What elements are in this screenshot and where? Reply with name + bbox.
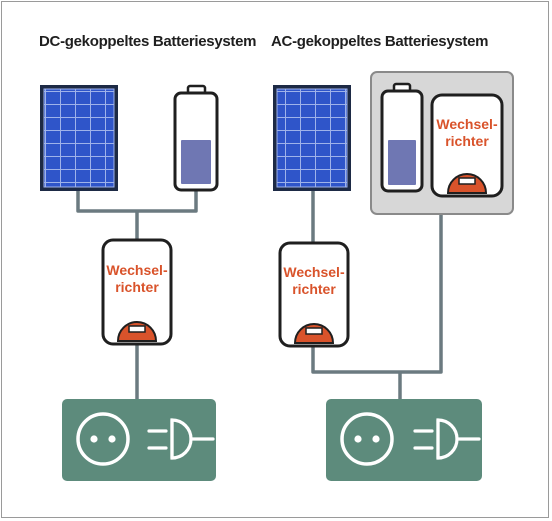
ac-system-title: AC-gekoppeltes Batteriesystem [271,33,489,50]
battery-inverter-label: Wechsel- richter [432,116,502,150]
dc-inverter-label-line1: Wechsel- [106,262,168,278]
dc-battery-icon [173,84,219,192]
ac-inverter-label: Wechsel- richter [280,264,348,298]
ac-inverter [278,241,350,348]
ac-grid-outlet [326,399,482,481]
plug-icon [147,418,215,460]
dc-inverter-label-line2: richter [115,279,159,295]
dc-solar-panel [40,85,118,191]
ac-inverter-label-line1: Wechsel- [283,264,345,280]
battery-inverter-label-line1: Wechsel- [436,116,498,132]
plug-icon [413,418,481,460]
ac-merge-line [311,214,443,374]
socket-icon [76,412,130,466]
dc-panel-battery-line [76,190,198,213]
ac-battery-icon [380,82,424,193]
battery-inverter [430,93,504,198]
dc-grid-outlet [62,399,216,481]
ac-inverter-label-line2: richter [292,281,336,297]
dc-inverter-label: Wechsel- richter [103,262,171,296]
battery-inverter-label-line2: richter [445,133,489,149]
socket-icon [340,412,394,466]
dc-inverter [101,238,173,346]
dc-system-title: DC-gekoppeltes Batteriesystem [39,33,257,50]
connection-lines [76,190,443,400]
ac-solar-panel [273,85,351,191]
ac-battery-enclosure [370,71,514,215]
